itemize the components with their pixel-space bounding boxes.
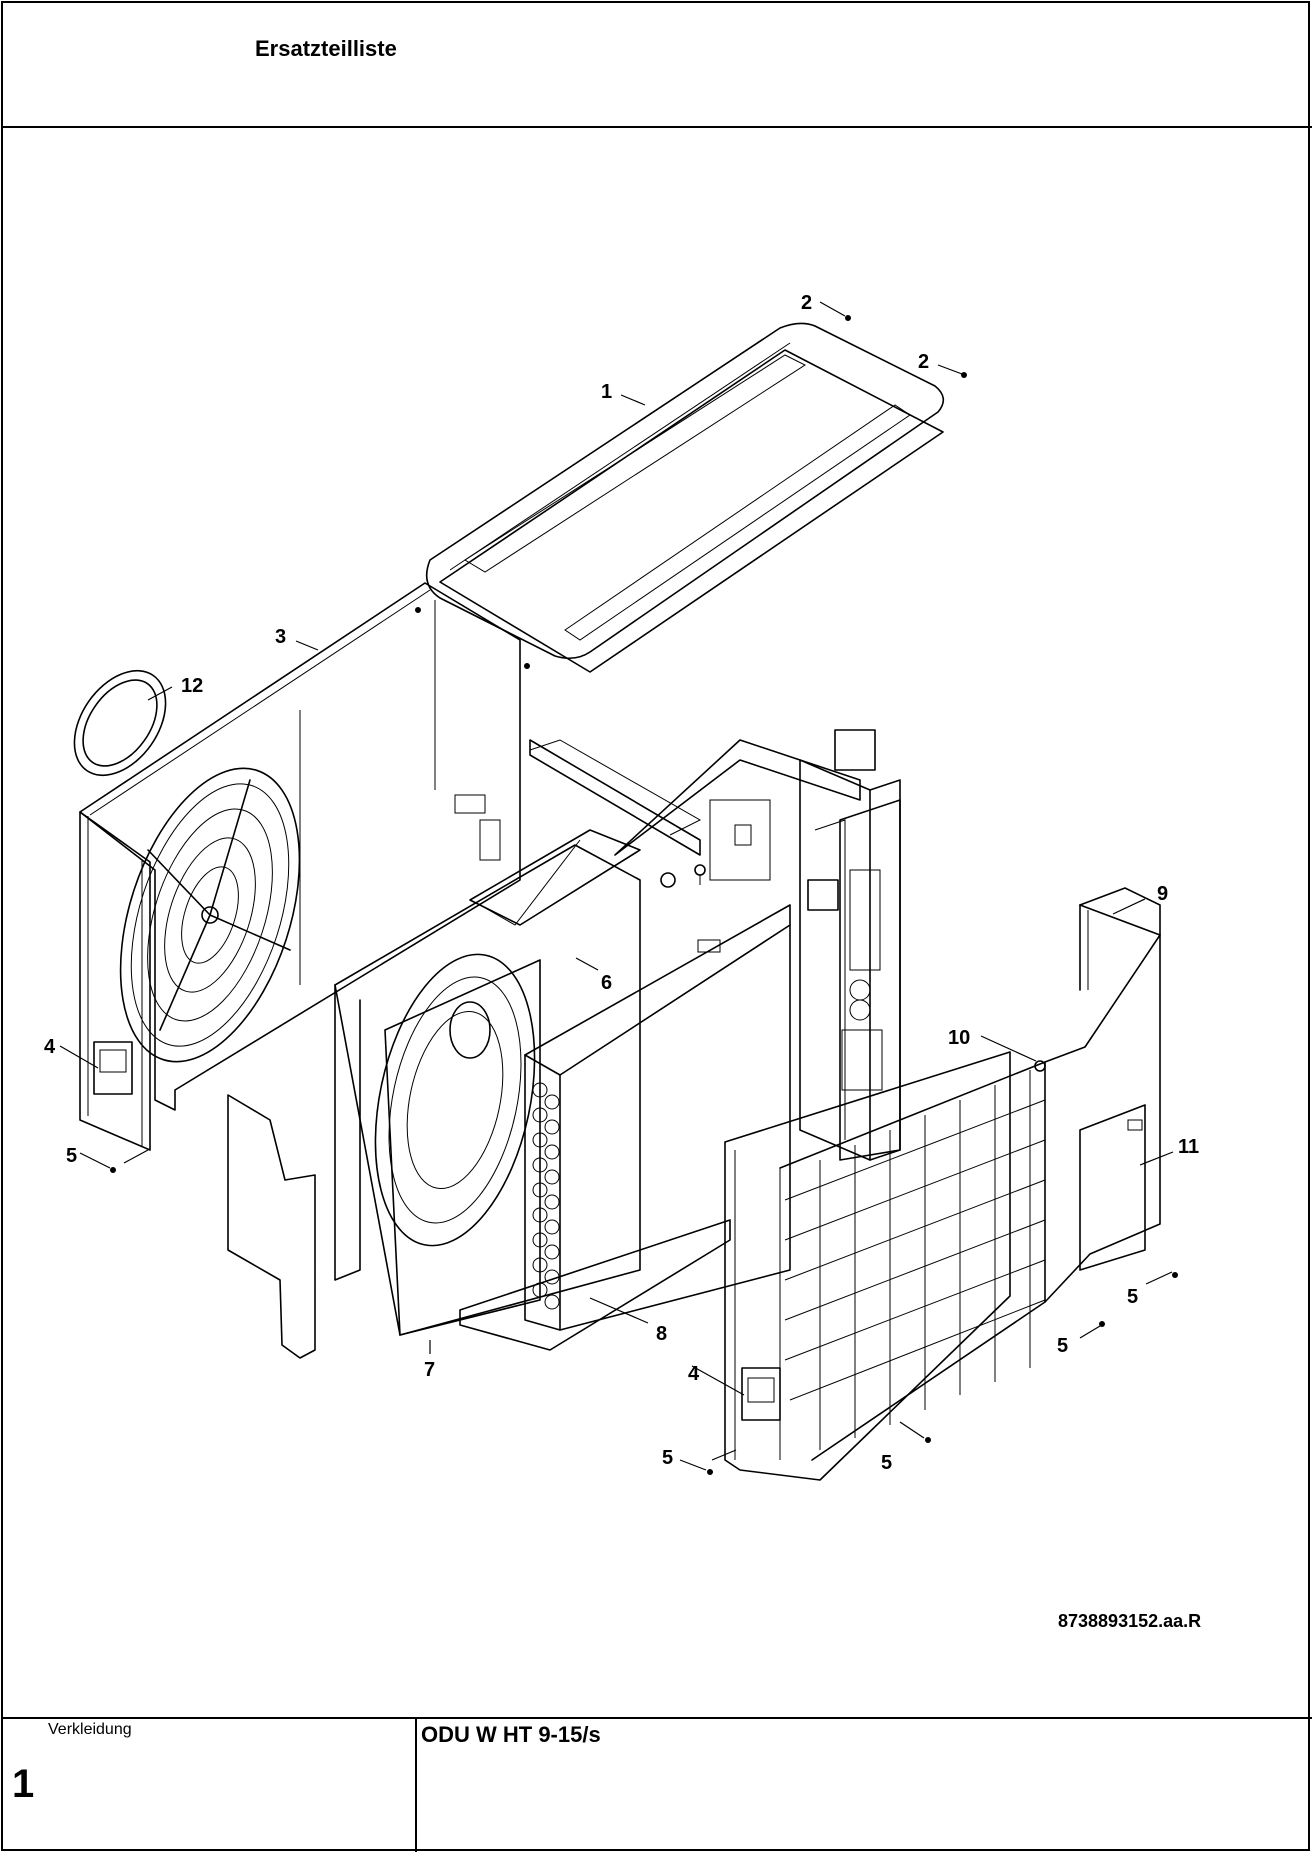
part-back-side-panel: [79, 582, 521, 1151]
section-label: Verkleidung: [48, 1721, 132, 1738]
callout-2a: 2: [801, 292, 812, 314]
callout-5a: 5: [66, 1145, 77, 1167]
callout-5c: 5: [881, 1452, 892, 1474]
screws: [110, 315, 1178, 1475]
page-title: Ersatzteilliste: [255, 36, 397, 61]
callout-2b: 2: [918, 351, 929, 373]
header-divider: [1, 126, 1312, 128]
footer-divider: [1, 1717, 1312, 1719]
callout-8: 8: [656, 1323, 667, 1345]
callout-5b: 5: [662, 1447, 673, 1469]
drawing-number: 8738893152.aa.R: [1058, 1611, 1202, 1631]
callout-11: 11: [1178, 1136, 1199, 1158]
callout-10: 10: [948, 1027, 970, 1049]
callout-3: 3: [275, 626, 286, 648]
footer-column-divider: [415, 1717, 417, 1852]
callout-7: 7: [424, 1359, 435, 1381]
callout-12: 12: [181, 675, 203, 697]
callout-4b: 4: [688, 1363, 700, 1385]
section-number: 1: [12, 1762, 35, 1806]
part-side-plate: [227, 1094, 316, 1359]
part-inner-frame: [334, 739, 702, 1336]
part-front-casing: [724, 887, 1161, 1481]
part-ring: [73, 669, 167, 777]
callout-6: 6: [601, 972, 612, 994]
part-heat-exchanger: [459, 904, 791, 1351]
product-name: ODU W HT 9-15/s: [421, 1722, 601, 1747]
callout-labels: 1 2 2 3 4 4 5 5 5 5 5 6 7 8 9 10 11 12: [44, 292, 1199, 1474]
part-top-cover: [425, 322, 945, 673]
callout-4a: 4: [44, 1036, 56, 1058]
callout-5e: 5: [1127, 1286, 1138, 1308]
leader-lines: [59, 301, 1174, 1471]
callout-1: 1: [601, 381, 612, 403]
callout-9: 9: [1157, 883, 1168, 905]
callout-5d: 5: [1057, 1335, 1068, 1357]
part-control-box: [614, 729, 901, 1161]
